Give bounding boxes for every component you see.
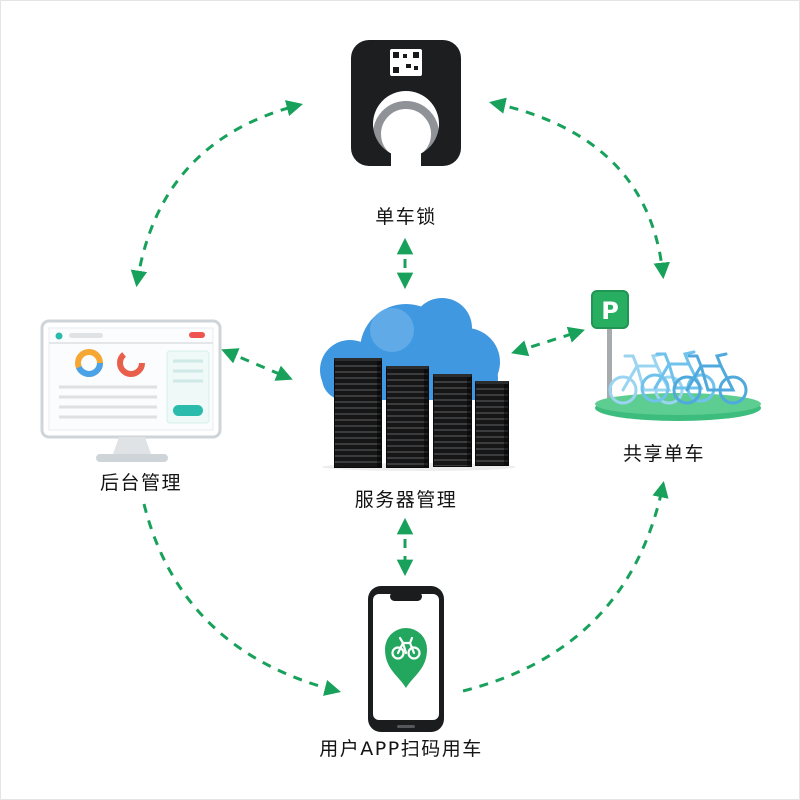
parking-sign-letter: P xyxy=(601,297,619,325)
server-rack xyxy=(433,374,472,467)
arrow-app-bikes xyxy=(462,480,669,693)
parking-sign: P xyxy=(591,290,629,329)
phone-home-bar xyxy=(397,725,415,728)
shared-bikes-illustration: P xyxy=(583,286,768,436)
cloud-server-illustration xyxy=(294,286,522,474)
qr-code-icon xyxy=(390,49,422,76)
bikes-label: 共享单车 xyxy=(622,443,705,465)
server-rack xyxy=(334,358,382,468)
smartphone-icon xyxy=(368,586,444,732)
lock-bottom-opening xyxy=(391,152,421,170)
arrow-admin-server xyxy=(221,348,293,381)
bike-location-pin-icon xyxy=(385,628,427,688)
arrow-admin-app xyxy=(142,503,341,696)
lock-label: 单车锁 xyxy=(375,206,437,228)
arrow-server-bikes xyxy=(511,326,585,357)
bike-platform-top xyxy=(595,393,761,415)
monitor-base xyxy=(96,454,168,462)
user-app-illustration xyxy=(366,584,446,734)
server-rack xyxy=(475,381,509,466)
admin-monitor-illustration xyxy=(39,319,229,471)
lock-body xyxy=(351,40,461,166)
phone-notch xyxy=(390,592,422,601)
arrow-lock-bikes xyxy=(488,97,670,280)
bike-lock-icon xyxy=(351,40,461,170)
dashboard-ui xyxy=(49,332,213,424)
server-rack xyxy=(386,366,429,468)
arrow-admin-lock xyxy=(130,100,303,288)
app-label: 用户APP扫码用车 xyxy=(319,738,483,760)
monitor-stand xyxy=(113,437,151,454)
shared-bikes-icon: P xyxy=(591,290,761,421)
monitor-icon xyxy=(40,319,222,462)
sign-pole xyxy=(607,320,612,402)
admin-label: 后台管理 xyxy=(99,472,182,494)
bike-lock-illustration xyxy=(343,33,469,193)
server-label: 服务器管理 xyxy=(354,489,458,511)
